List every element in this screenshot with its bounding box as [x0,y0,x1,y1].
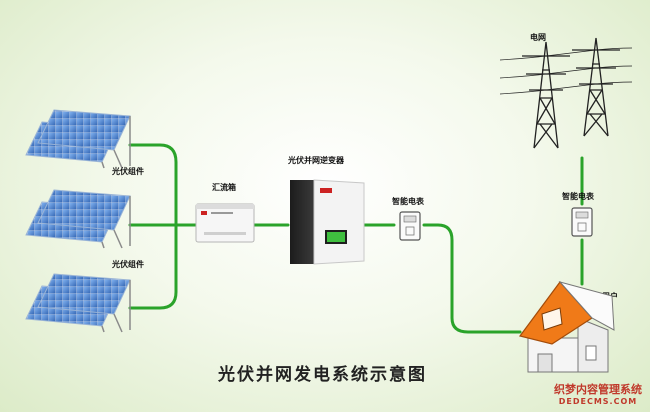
smart-meter-right [571,207,593,237]
power-grid-towers [499,37,633,149]
smart-meter-label-right: 智能电表 [562,191,595,201]
smart-meter-label-left: 智能电表 [392,196,425,206]
power-user-house [518,281,615,373]
watermark-text: 织梦内容管理系统 [554,383,642,397]
watermark-logo: 织梦内容管理系统 DEDECMS.COM [554,384,642,406]
grid-inverter [290,179,365,265]
wire-pv-to-combiner [128,143,178,310]
grid-label: 电网 [530,32,546,42]
solar-panel-array-bottom [25,273,131,333]
combiner-box [195,203,255,243]
inverter-label: 光伏并网逆变器 [287,155,345,165]
wire-meter-to-house [422,223,522,334]
watermark-url: DEDECMS.COM [558,396,638,406]
pv-module-label-bottom: 光伏组件 [111,259,144,269]
solar-panel-array-top [25,109,131,169]
diagram-title: 光伏并网发电系统示意图 [217,364,427,385]
solar-panel-array-middle [25,189,131,249]
pv-module-label-top: 光伏组件 [111,166,144,176]
combiner-box-label: 汇流箱 [212,182,236,192]
smart-meter-left [399,211,421,241]
